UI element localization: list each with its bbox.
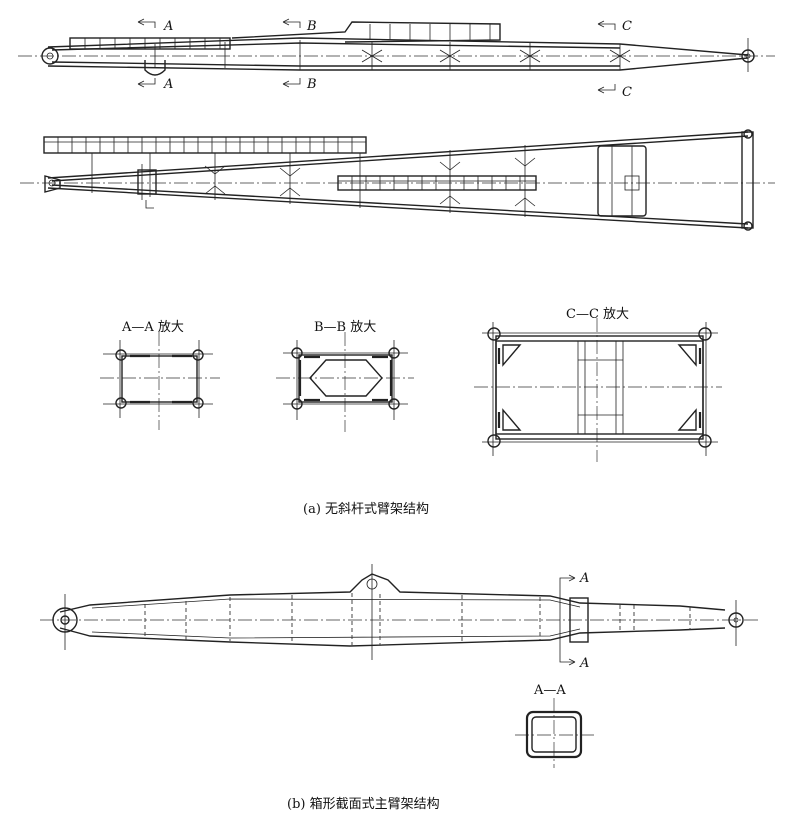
cut-label-c-top: C xyxy=(622,19,632,34)
cut-label-b-bottom: B xyxy=(306,77,317,92)
cut-label-c-bottom: C xyxy=(622,85,632,100)
cut-label-a-bottom: A xyxy=(163,77,173,92)
cut-label-bottom: A xyxy=(579,656,589,671)
box-section-title: A—A xyxy=(533,683,566,698)
section-aa-title: A—A 放大 xyxy=(121,320,184,335)
section-cc: C—C 放大 xyxy=(474,307,722,462)
cut-label-top: A xyxy=(579,571,589,586)
lattice-boom-plan xyxy=(20,129,775,231)
section-cc-title: C—C 放大 xyxy=(566,307,629,322)
section-bb-title: B—B 放大 xyxy=(314,320,376,335)
lattice-boom-elevation: A A B B C C xyxy=(18,18,775,100)
caption-b: (b) 箱形截面式主臂架结构 xyxy=(287,796,440,812)
cut-label-a-top: A xyxy=(163,19,173,34)
section-bb: B—B 放大 xyxy=(276,320,414,432)
caption-a: (a) 无斜杆式臂架结构 xyxy=(303,502,429,517)
box-boom-elevation: A A xyxy=(40,564,760,671)
cut-label-b-top: B xyxy=(306,19,317,34)
section-aa: A—A 放大 xyxy=(100,320,220,430)
box-section-aa: A—A xyxy=(515,683,594,768)
